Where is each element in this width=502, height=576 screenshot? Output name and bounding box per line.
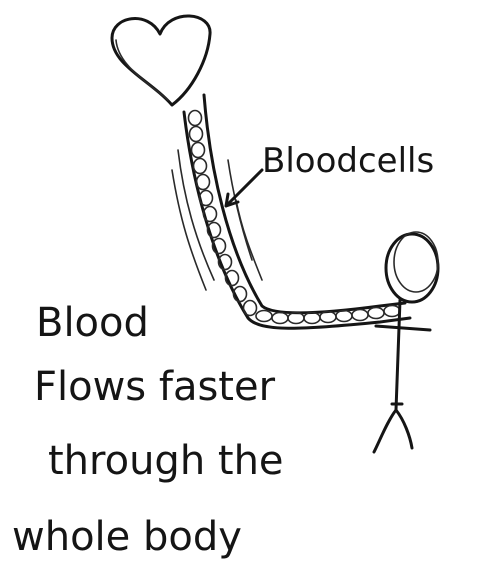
blood-cell bbox=[256, 311, 272, 322]
blood-cell bbox=[320, 312, 336, 323]
label-pointer-arrow bbox=[226, 170, 262, 206]
caption-line-2: Flows faster bbox=[34, 364, 276, 410]
blood-cell bbox=[368, 308, 384, 319]
heart-icon bbox=[112, 16, 210, 105]
blood-cell bbox=[272, 313, 288, 324]
caption-line-3: through the bbox=[48, 438, 284, 484]
blood-cell bbox=[336, 311, 352, 322]
motion-lines bbox=[172, 150, 262, 290]
blood-cell bbox=[192, 143, 205, 158]
blood-cell bbox=[244, 301, 257, 316]
blood-cell bbox=[352, 310, 368, 321]
blood-cell bbox=[190, 127, 203, 142]
blood-cell bbox=[194, 159, 207, 174]
blood-cell bbox=[189, 111, 202, 126]
blood-cell bbox=[384, 306, 400, 317]
stick-figure-icon bbox=[374, 232, 438, 452]
bloodcells-label: Bloodcells bbox=[262, 141, 434, 181]
caption-line-1: Blood bbox=[36, 300, 149, 346]
blood-cell bbox=[197, 175, 210, 190]
blood-cell bbox=[200, 191, 213, 206]
blood-cell bbox=[304, 313, 320, 324]
heart-sketch-stroke bbox=[116, 40, 168, 100]
caption-line-4: whole body bbox=[12, 514, 242, 560]
